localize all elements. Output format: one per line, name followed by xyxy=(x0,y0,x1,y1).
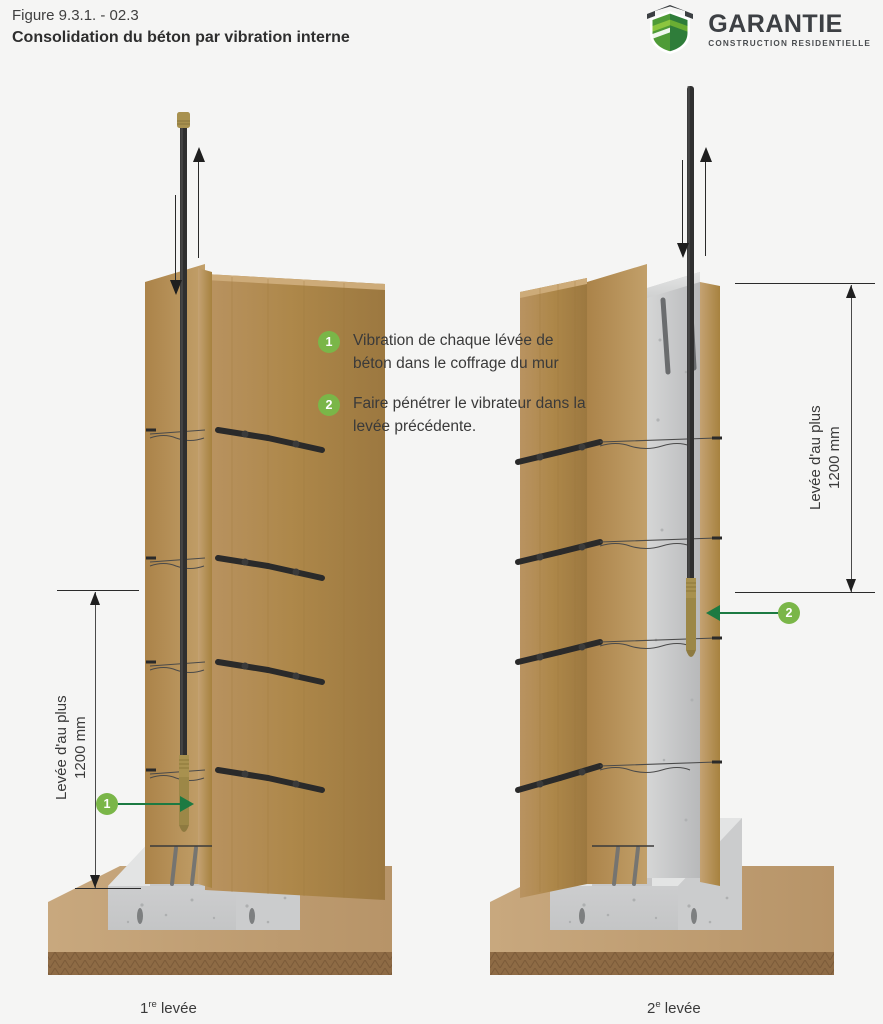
assembly-first-lift xyxy=(48,112,392,975)
form-ties-right xyxy=(515,436,722,793)
formwork-back-left xyxy=(145,264,205,884)
callout-1: 1 xyxy=(96,792,194,815)
formwork-front-left xyxy=(205,274,385,900)
shield-icon xyxy=(641,5,699,55)
logo-wordmark: GARANTIE CONSTRUCTION RESIDENTIELLE xyxy=(708,9,871,49)
page-title: Consolidation du béton par vibration int… xyxy=(12,29,350,46)
vibrator-right xyxy=(686,86,696,657)
callout-arrow-head-1 xyxy=(180,795,194,812)
callout-arrow-line-2 xyxy=(720,611,778,614)
legend-badge-2: 2 xyxy=(318,394,340,416)
formwork-back-right xyxy=(587,264,647,884)
dimension-label-right: Levée d'au plus 1200 mm xyxy=(807,405,843,510)
legend-text-1: Vibration de chaque lévée de béton dans … xyxy=(353,332,559,372)
logo-tagline: CONSTRUCTION RESIDENTIELLE xyxy=(708,38,871,48)
callout-badge-2: 2 xyxy=(778,602,800,624)
figure-header: Figure 9.3.1. - 02.3 Consolidation du bé… xyxy=(12,6,350,49)
dimension-label-left: Levée d'au plus 1200 mm xyxy=(53,695,89,800)
callout-arrow-line-1 xyxy=(118,802,180,805)
figure-number: Figure 9.3.1. - 02.3 xyxy=(12,7,139,24)
legend-badge-1: 1 xyxy=(318,331,340,353)
legend-item-1: 1 Vibration de chaque lévée de béton dan… xyxy=(318,330,588,375)
assembly-second-lift xyxy=(490,86,834,975)
legend: 1 Vibration de chaque lévée de béton dan… xyxy=(318,330,588,456)
form-ties-left xyxy=(146,427,325,793)
legend-item-2: 2 Faire pénétrer le vibrateur dans la le… xyxy=(318,393,588,438)
formwork-front-right xyxy=(520,278,587,898)
brand-logo: GARANTIE CONSTRUCTION RESIDENTIELLE xyxy=(641,4,871,56)
callout-2: 2 xyxy=(706,601,800,624)
caption-left: 1re levée xyxy=(140,999,197,1017)
callout-arrow-head-2 xyxy=(706,604,720,621)
caption-right: 2e levée xyxy=(647,999,701,1017)
legend-text-2: Faire pénétrer le vibrateur dans la levé… xyxy=(353,395,586,435)
callout-badge-1: 1 xyxy=(96,793,118,815)
logo-name: GARANTIE xyxy=(708,9,843,38)
